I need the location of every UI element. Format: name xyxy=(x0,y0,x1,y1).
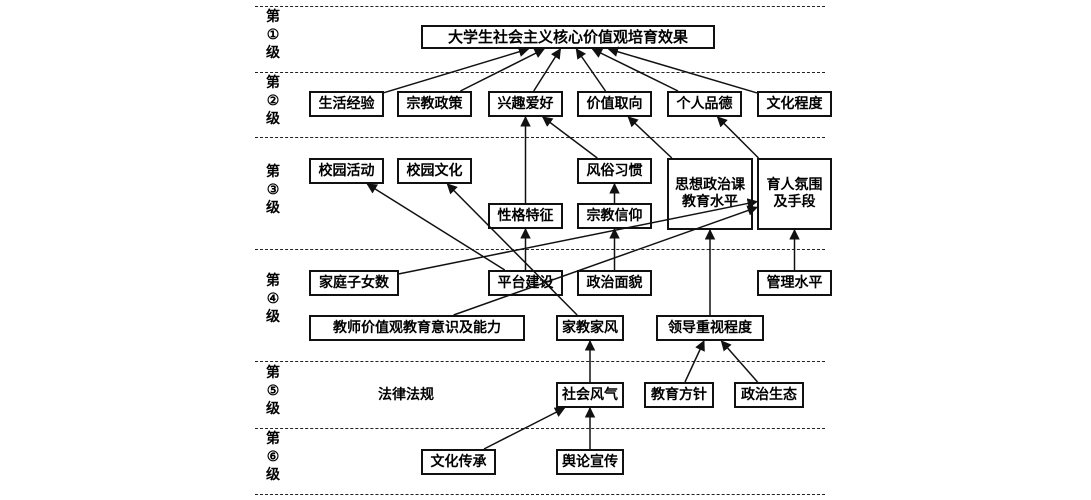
node-family-children-count: 家庭子女数 xyxy=(309,270,399,296)
node-management-level: 管理水平 xyxy=(757,270,832,296)
node-personality-traits: 性格特征 xyxy=(488,203,563,229)
edge-character-to-goal xyxy=(591,48,679,92)
node-religious-belief: 宗教信仰 xyxy=(577,203,652,229)
node-laws-regulations: 法律法规 xyxy=(378,386,434,403)
level-separator xyxy=(255,72,825,73)
level-separator xyxy=(255,428,825,429)
edge-ideology-to-values xyxy=(627,116,673,159)
edge-life-to-goal xyxy=(383,46,530,94)
edge-culture-to-goal xyxy=(607,46,758,94)
node-customs-habits: 风俗习惯 xyxy=(577,158,652,184)
edge-custom-to-interest xyxy=(541,116,598,159)
level-separator xyxy=(255,361,825,362)
edge-teacher-to-atmos xyxy=(453,205,758,316)
node-campus-culture: 校园文化 xyxy=(397,158,472,184)
edge-inherit-to-social xyxy=(483,407,566,450)
edge-religion-to-goal xyxy=(460,48,546,92)
node-education-level: 文化程度 xyxy=(757,91,832,117)
edge-children-to-atmos xyxy=(398,198,759,275)
node-platform-construction: 平台建设 xyxy=(488,270,563,296)
edge-atmos-to-character xyxy=(716,116,760,159)
node-social-atmosphere: 社会风气 xyxy=(556,382,624,408)
node-political-ecology: 政治生态 xyxy=(734,382,804,408)
edge-ecology-to-leader xyxy=(720,340,759,383)
node-campus-activities: 校园活动 xyxy=(309,158,384,184)
edge-platform-to-campus_act xyxy=(366,183,506,271)
node-educational-atmosphere: 育人氛围及手段 xyxy=(757,158,832,230)
node-family-tradition: 家教家风 xyxy=(556,315,624,341)
node-public-opinion: 舆论宣传 xyxy=(556,449,624,475)
level-separator xyxy=(255,6,825,7)
level-separator xyxy=(255,249,825,250)
node-cultural-heritage: 文化传承 xyxy=(421,449,496,475)
node-political-status: 政治面貌 xyxy=(577,270,652,296)
edge-values-to-goal xyxy=(575,48,607,92)
edge-family-to-campus_cul xyxy=(446,183,578,316)
node-education-policy: 教育方针 xyxy=(644,382,714,408)
edge-policy-to-leader xyxy=(684,340,705,383)
node-cultivation-effect: 大学生社会主义核心价值观培育效果 xyxy=(421,25,715,49)
node-value-orientation: 价值取向 xyxy=(577,91,652,117)
level-separator xyxy=(255,494,825,495)
edge-interest-to-goal xyxy=(533,48,562,92)
node-leadership-attention: 领导重视程度 xyxy=(656,315,764,341)
node-personal-morality: 个人品德 xyxy=(667,91,742,117)
node-religious-policy: 宗教政策 xyxy=(397,91,472,117)
node-life-experience: 生活经验 xyxy=(309,91,384,117)
level-separator xyxy=(255,137,825,138)
node-teacher-awareness: 教师价值观教育意识及能力 xyxy=(309,315,525,341)
